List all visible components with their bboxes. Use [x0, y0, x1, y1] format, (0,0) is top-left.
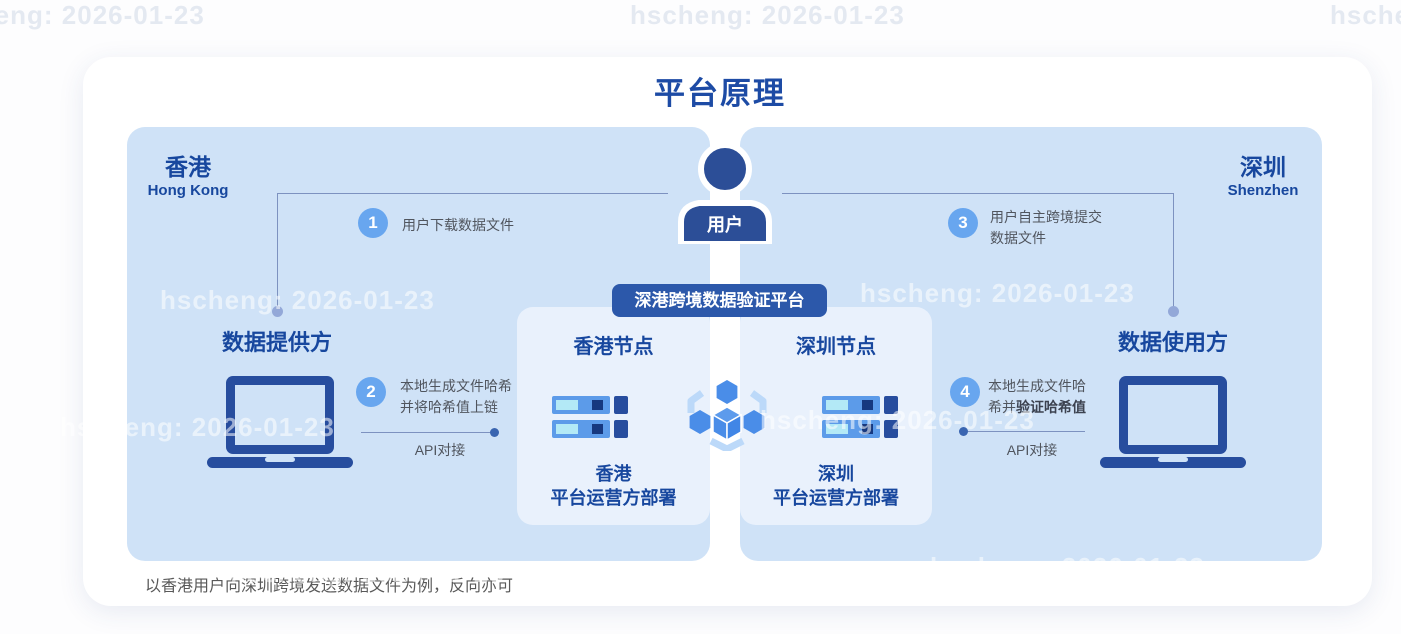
- connector-dot-right: [1168, 306, 1179, 317]
- region-zh: 深圳: [1240, 154, 1286, 180]
- laptop-icon-consumer: [1100, 376, 1246, 468]
- page-title: 平台原理: [654, 76, 786, 111]
- server-icon-hong-kong: [552, 396, 628, 438]
- user-icon: [678, 142, 772, 244]
- footnote-caption: 以香港用户向深圳跨境发送数据文件为例，反向亦可: [145, 578, 514, 595]
- shenzhen-deploy-label: 深圳 平台运营方部署: [773, 464, 899, 508]
- hong-kong-deploy-label: 香港 平台运营方部署: [550, 464, 677, 508]
- platform-banner: 深港跨境数据验证平台: [612, 284, 827, 317]
- region-label-shenzhen: 深圳 Shenzhen: [1202, 153, 1324, 201]
- watermark-text: hscheng: 2026-01-23: [0, 0, 205, 30]
- step-2-text: 本地生成文件哈希 并将哈希值上链: [400, 378, 512, 415]
- api-dot-right: [959, 427, 968, 436]
- step-4-badge: 4: [950, 377, 980, 407]
- region-label-hong-kong: 香港 Hong Kong: [127, 153, 249, 201]
- connector-line-right-vertical: [1173, 193, 1174, 307]
- shenzhen-node-title: 深圳节点: [796, 336, 876, 358]
- watermark-text: hscheng: 2026-01-23: [1330, 0, 1401, 30]
- user-label: 用户: [707, 215, 743, 235]
- api-line-left: [361, 432, 491, 433]
- region-en: Shenzhen: [1227, 182, 1299, 199]
- region-zh: 香港: [165, 154, 211, 180]
- api-line-right: [968, 431, 1085, 432]
- server-icon-shenzhen: [822, 396, 898, 438]
- step-2-badge: 2: [356, 377, 386, 407]
- connector-dot-left: [272, 306, 283, 317]
- step-3-text: 用户自主跨境提交 数据文件: [990, 209, 1102, 246]
- data-consumer-label: 数据使用方: [1117, 330, 1228, 355]
- step-1-badge: 1: [358, 208, 388, 238]
- hong-kong-node-title: 香港节点: [573, 336, 654, 358]
- step-4-text: 本地生成文件哈 希并验证哈希值: [988, 378, 1086, 415]
- watermark-text: hscheng: 2026-01-23: [630, 0, 905, 30]
- connector-line-left-horizontal: [277, 193, 668, 194]
- connector-line-right-horizontal: [782, 193, 1173, 194]
- api-label-left: API对接: [414, 442, 466, 458]
- blockchain-icon: [687, 380, 767, 451]
- api-label-right: API对接: [1006, 442, 1058, 458]
- data-provider-label: 数据提供方: [221, 330, 332, 355]
- connector-line-left-vertical: [277, 193, 278, 307]
- shenzhen-node-panel: [740, 307, 932, 525]
- laptop-icon-provider: [207, 376, 353, 468]
- api-dot-left: [490, 428, 499, 437]
- step-1-text: 用户下载数据文件: [402, 217, 514, 233]
- hong-kong-node-panel: [517, 307, 710, 525]
- step-3-badge: 3: [948, 208, 978, 238]
- region-en: Hong Kong: [147, 182, 229, 199]
